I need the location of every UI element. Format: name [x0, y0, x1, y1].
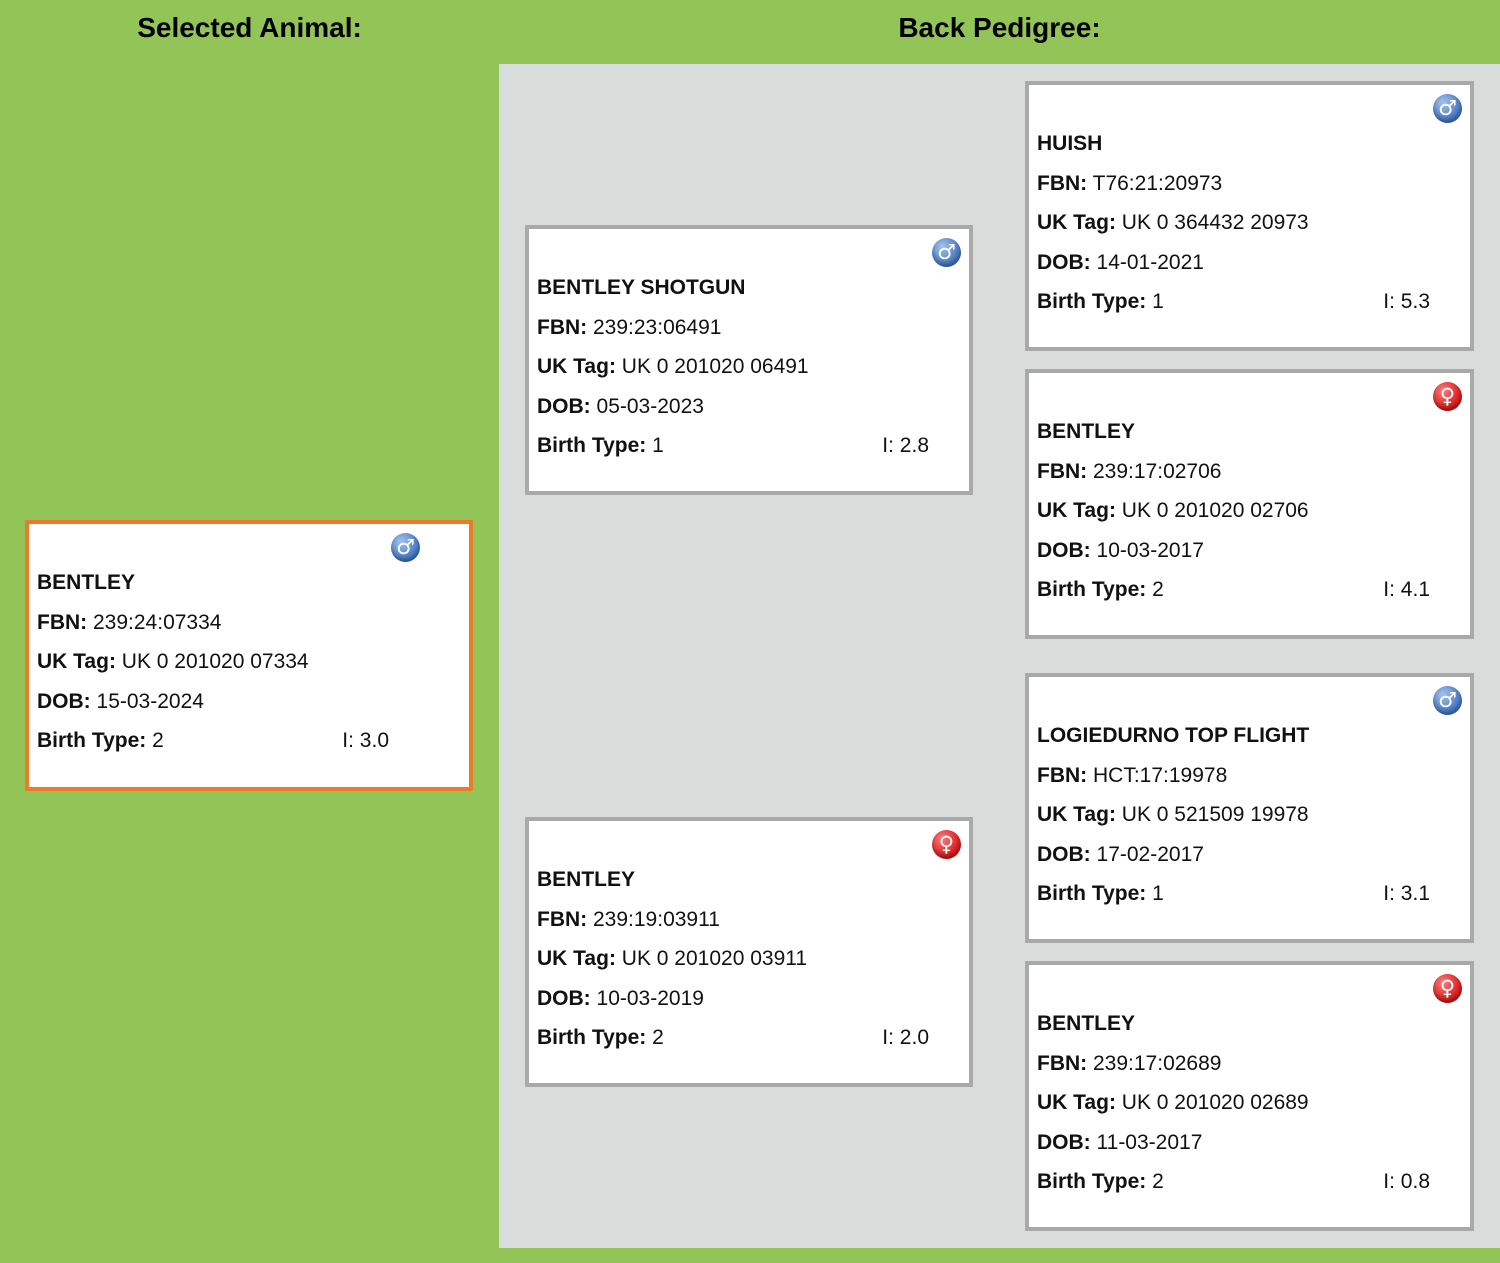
female-icon: ♀: [1433, 382, 1462, 411]
fbn-label: FBN:: [1037, 1051, 1088, 1075]
uk-tag-label: UK Tag:: [1037, 1091, 1116, 1114]
fbn-label: FBN:: [1037, 763, 1088, 787]
birth-type-value: 1: [652, 434, 664, 457]
index-value: I: 0.8: [1383, 1170, 1430, 1193]
female-icon: ♀: [1433, 974, 1462, 1003]
dob-value: 10-03-2019: [596, 986, 704, 1010]
animal-name: HUISH: [1037, 132, 1103, 155]
index-value: I: 5.3: [1383, 290, 1430, 313]
sire-dam-card[interactable]: ♀ BENTLEY FBN: 239:17:02706 UK Tag: UK 0…: [1025, 369, 1474, 639]
sire-card[interactable]: ♂ BENTLEY SHOTGUN FBN: 239:23:06491 UK T…: [525, 225, 973, 495]
fbn-label: FBN:: [537, 315, 588, 339]
birth-type-label: Birth Type:: [1037, 290, 1147, 313]
male-icon: ♂: [1433, 94, 1462, 123]
uk-tag-value: UK 0 521509 19978: [1121, 803, 1309, 826]
birth-type-value: 2: [152, 729, 164, 752]
birth-type-value: 2: [652, 1026, 664, 1049]
dob-label: DOB:: [1037, 842, 1091, 866]
birth-type-label: Birth Type:: [37, 729, 147, 752]
dob-value: 11-03-2017: [1096, 1130, 1203, 1154]
uk-tag-label: UK Tag:: [1037, 499, 1116, 522]
birth-type-value: 1: [1152, 882, 1164, 905]
sire-sire-card[interactable]: ♂ HUISH FBN: T76:21:20973 UK Tag: UK 0 3…: [1025, 81, 1474, 351]
index-value: I: 4.1: [1383, 578, 1430, 601]
dob-label: DOB:: [537, 394, 591, 418]
index-value: I: 3.1: [1383, 882, 1430, 905]
birth-type-label: Birth Type:: [537, 1026, 647, 1049]
birth-type-value: 2: [1152, 1170, 1164, 1193]
fbn-value: 239:17:02706: [1093, 459, 1222, 483]
uk-tag-value: UK 0 201020 02689: [1121, 1091, 1309, 1114]
male-icon: ♂: [932, 238, 961, 267]
back-pedigree-heading: Back Pedigree:: [898, 12, 1101, 43]
uk-tag-value: UK 0 201020 02706: [1121, 499, 1309, 522]
male-icon: ♂: [391, 533, 420, 562]
dob-value: 15-03-2024: [96, 689, 204, 713]
uk-tag-value: UK 0 201020 06491: [621, 355, 809, 378]
index-value: I: 3.0: [342, 729, 389, 752]
uk-tag-label: UK Tag:: [537, 947, 616, 970]
animal-name: BENTLEY: [537, 868, 636, 891]
dam-card[interactable]: ♀ BENTLEY FBN: 239:19:03911 UK Tag: UK 0…: [525, 817, 973, 1087]
dob-value: 14-01-2021: [1096, 250, 1204, 274]
birth-type-value: 2: [1152, 578, 1164, 601]
male-icon: ♂: [1433, 686, 1462, 715]
birth-type-label: Birth Type:: [1037, 578, 1147, 601]
uk-tag-label: UK Tag:: [1037, 803, 1116, 826]
uk-tag-value: UK 0 201020 03911: [621, 947, 808, 970]
animal-name: LOGIEDURNO TOP FLIGHT: [1037, 724, 1310, 747]
fbn-value: 239:23:06491: [593, 315, 722, 339]
uk-tag-label: UK Tag:: [537, 355, 616, 378]
animal-name: BENTLEY: [1037, 1012, 1136, 1035]
fbn-value: HCT:17:19978: [1093, 763, 1228, 787]
fbn-label: FBN:: [37, 610, 88, 634]
birth-type-label: Birth Type:: [1037, 1170, 1147, 1193]
dob-label: DOB:: [537, 986, 591, 1010]
fbn-label: FBN:: [1037, 171, 1088, 195]
dob-label: DOB:: [37, 689, 91, 713]
fbn-label: FBN:: [1037, 459, 1088, 483]
uk-tag-value: UK 0 364432 20973: [1121, 211, 1309, 234]
dam-dam-card[interactable]: ♀ BENTLEY FBN: 239:17:02689 UK Tag: UK 0…: [1025, 961, 1474, 1231]
animal-name: BENTLEY: [37, 571, 136, 594]
fbn-value: 239:19:03911: [593, 907, 720, 931]
fbn-value: 239:24:07334: [93, 610, 222, 634]
animal-name: BENTLEY: [1037, 420, 1136, 443]
birth-type-label: Birth Type:: [1037, 882, 1147, 905]
female-icon: ♀: [932, 830, 961, 859]
birth-type-label: Birth Type:: [537, 434, 647, 457]
selected-animal-card[interactable]: ♂ BENTLEY FBN: 239:24:07334 UK Tag: UK 0…: [25, 520, 473, 791]
selected-animal-heading: Selected Animal:: [137, 12, 362, 43]
fbn-label: FBN:: [537, 907, 588, 931]
uk-tag-value: UK 0 201020 07334: [121, 650, 309, 673]
index-value: I: 2.0: [882, 1026, 929, 1049]
dob-label: DOB:: [1037, 1130, 1091, 1154]
uk-tag-label: UK Tag:: [1037, 211, 1116, 234]
fbn-value: 239:17:02689: [1093, 1051, 1222, 1075]
animal-name: BENTLEY SHOTGUN: [537, 276, 746, 299]
dob-label: DOB:: [1037, 250, 1091, 274]
fbn-value: T76:21:20973: [1092, 171, 1223, 195]
dob-value: 10-03-2017: [1096, 538, 1204, 562]
dob-label: DOB:: [1037, 538, 1091, 562]
dob-value: 05-03-2023: [596, 394, 704, 418]
dam-sire-card[interactable]: ♂ LOGIEDURNO TOP FLIGHT FBN: HCT:17:1997…: [1025, 673, 1474, 943]
birth-type-value: 1: [1152, 290, 1164, 313]
uk-tag-label: UK Tag:: [37, 650, 116, 673]
index-value: I: 2.8: [882, 434, 929, 457]
dob-value: 17-02-2017: [1096, 842, 1204, 866]
